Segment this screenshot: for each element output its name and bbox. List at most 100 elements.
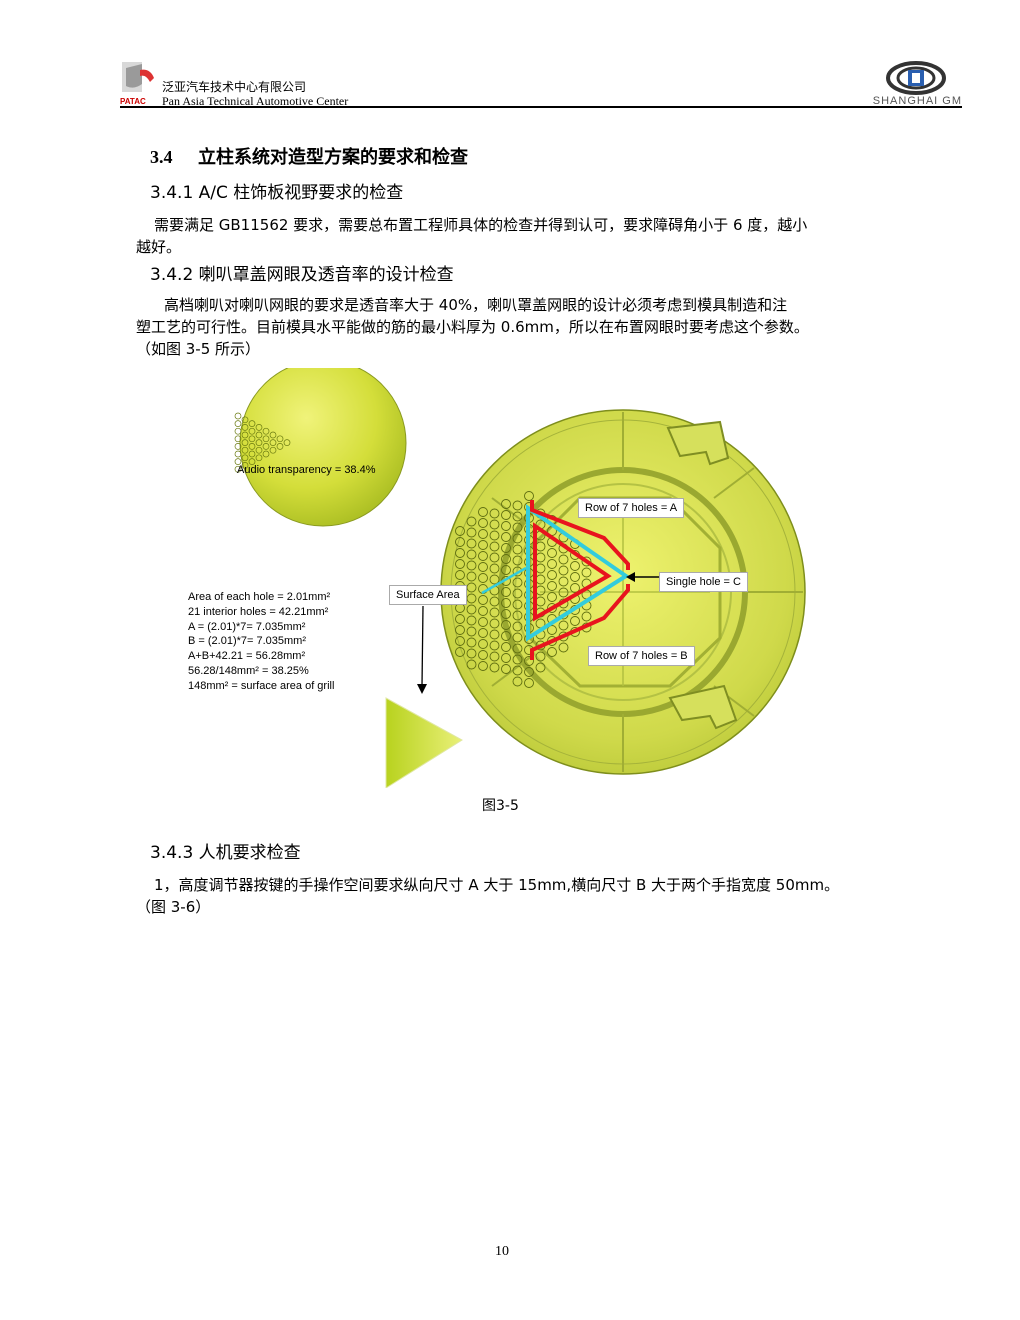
subsection-2-body: 高档喇叭对喇叭网眼的要求是透音率大于 40%，喇叭罩盖网眼的设计必须考虑到模具制… (136, 294, 888, 360)
grill-hole (234, 420, 242, 427)
grill-hole (535, 651, 546, 662)
grill-hole (234, 427, 242, 435)
grill-hole (255, 424, 263, 431)
grill-hole (512, 610, 523, 621)
grill-hole (478, 540, 488, 550)
grill-hole (466, 538, 477, 549)
body-line: （图 3-6） (136, 898, 211, 916)
grill-hole (262, 427, 270, 435)
shanghai-gm-logo (884, 60, 948, 96)
grill-hole (478, 573, 488, 583)
grill-hole (248, 427, 256, 435)
grill-hole (248, 458, 256, 465)
grill-hole (489, 552, 500, 563)
grill-hole (501, 510, 511, 520)
calc-line: 21 interior holes = 42.21mm² (188, 605, 329, 618)
shanghai-gm-text: SHANGHAI GM (872, 95, 962, 107)
figure-caption: 图3-5 (482, 798, 519, 814)
grill-hole (489, 640, 500, 651)
grill-hole (455, 625, 465, 635)
grill-hole (478, 562, 488, 572)
grill-hole (501, 554, 511, 564)
grill-hole (478, 639, 488, 649)
speaker-grill (440, 409, 806, 775)
grill-hole (489, 574, 500, 585)
grill-hole (501, 543, 511, 553)
grill-hole (570, 616, 580, 626)
section-heading: 3.4 立柱系统对造型方案的要求和检查 (150, 143, 468, 169)
page-number: 10 (495, 1244, 509, 1259)
grill-hole (547, 559, 557, 569)
grill-hole (558, 576, 569, 587)
grill-hole (466, 604, 477, 615)
grill-hole (512, 544, 523, 555)
subsection-2-title: 3.4.2 喇叭罩盖网眼及透音率的设计检查 (150, 265, 454, 285)
grill-hole (262, 435, 270, 443)
grill-hole (234, 450, 242, 458)
row-a-label: Row of 7 holes = A (578, 498, 685, 518)
grill-hole (489, 508, 500, 519)
grill-hole (570, 583, 580, 593)
body-line: 塑工艺的可行性。目前模具水平能做的筋的最小料厚为 0.6mm，所以在布置网眼时要… (136, 318, 809, 336)
single-hole-label: Single hole = C (659, 572, 748, 592)
grill-hole (501, 664, 511, 674)
section-number: 3.4 (150, 147, 173, 167)
grill-hole (269, 446, 277, 454)
grill-hole (255, 454, 263, 462)
grill-hole (558, 554, 569, 565)
grill-hole (234, 443, 242, 450)
grill-hole (558, 642, 569, 653)
grill-hole (255, 431, 263, 439)
calc-line: A+B+42.21 = 56.28mm² (188, 650, 306, 663)
grill-hole (581, 611, 592, 622)
grill-hole (489, 530, 500, 541)
grill-hole (478, 551, 488, 561)
calc-line: B = (2.01)*7= 7.035mm² (188, 635, 307, 648)
grill-hole (547, 548, 557, 558)
calc-line: 56.28/148mm² = 38.25% (188, 664, 309, 677)
grill-hole (501, 521, 511, 531)
grill-hole (255, 439, 263, 446)
grill-hole (512, 500, 523, 511)
grill-hole (512, 621, 523, 632)
grill-hole (478, 595, 488, 605)
grill-hole (547, 625, 557, 635)
calc-line: 148mm² = surface area of grill (188, 679, 335, 692)
grill-hole (478, 518, 488, 528)
grill-hole (512, 676, 523, 687)
grill-hole (524, 667, 534, 677)
grill-hole (570, 561, 580, 571)
grill-hole (478, 628, 488, 638)
grill-hole (501, 565, 511, 575)
grill-hole (512, 599, 523, 610)
grill-hole (512, 577, 523, 588)
grill-hole (478, 661, 488, 671)
surface-area-label: Surface Area (389, 585, 467, 605)
section-title: 立柱系统对造型方案的要求和检查 (198, 147, 468, 168)
grill-hole (547, 592, 557, 602)
grill-hole (234, 458, 242, 465)
figure-3-5: Audio transparency = 38.4% Row of 7 hole… (180, 359, 820, 789)
grill-hole (489, 563, 500, 574)
calc-line: A = (2.01)*7= 7.035mm² (188, 620, 306, 633)
grill-hole (455, 570, 465, 580)
grill-hole (512, 643, 523, 654)
grill-hole (512, 522, 523, 533)
grill-hole (524, 678, 534, 688)
grill-hole (255, 446, 263, 454)
header-rule (120, 106, 962, 108)
grill-hole (248, 450, 256, 458)
grill-hole (234, 412, 242, 420)
grill-hole (466, 582, 477, 593)
grill-hole (455, 526, 465, 536)
audio-transparency-label: Audio transparency = 38.4% (237, 464, 376, 476)
body-line: 1，高度调节器按键的手操作空间要求纵向尺寸 A 大于 15mm,横向尺寸 B 大… (154, 876, 840, 894)
body-line: 需要满足 GB11562 要求，需要总布置工程师具体的检查并得到认可，要求障碍角… (154, 216, 808, 234)
grill-hole (466, 516, 477, 527)
grill-hole (248, 443, 256, 450)
svg-text:PATAC: PATAC (120, 97, 146, 106)
grill-hole (234, 465, 242, 473)
grill-hole (524, 491, 534, 501)
grill-hole (466, 615, 477, 626)
grill-hole (241, 431, 249, 439)
